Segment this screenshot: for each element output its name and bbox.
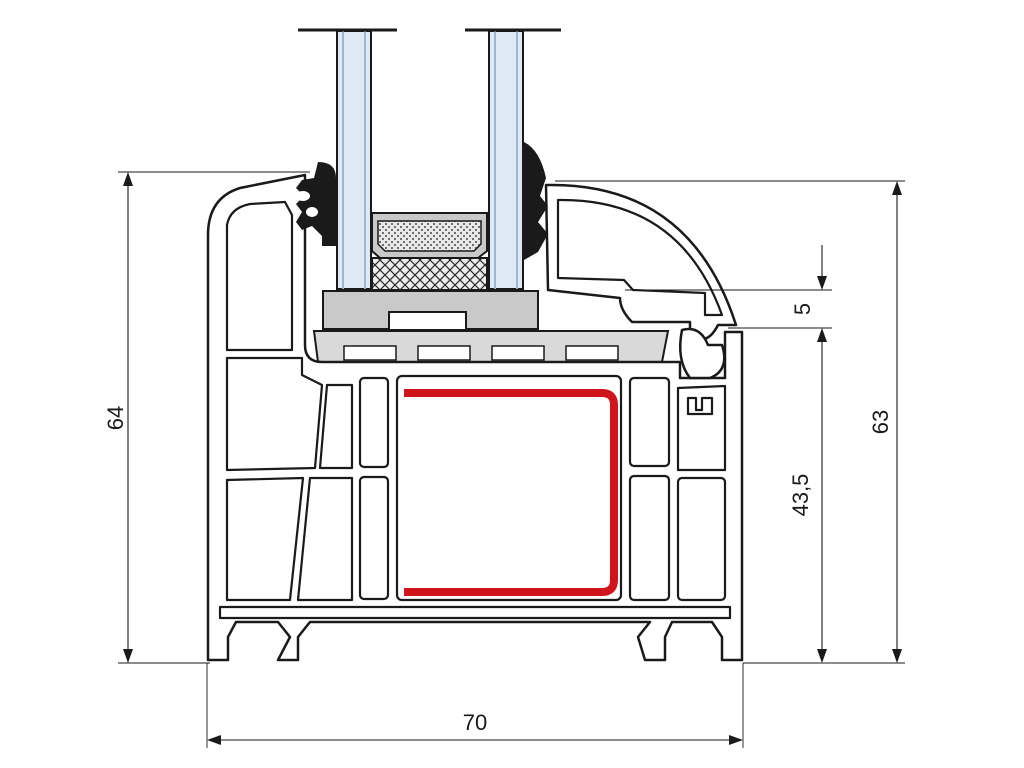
glazing-block-notch [388,311,467,331]
dimension-label-70: 70 [463,710,487,735]
glazing-bead-chamber [556,198,724,317]
steel-reinforcement [404,389,618,596]
dimension-height-right: 63 [555,180,905,664]
frame-bottom-chamber [218,605,732,620]
dimension-rebate: 5 [625,245,832,345]
glazing-bridge [312,330,670,363]
dimension-label-43-5: 43,5 [788,474,813,517]
inner-gasket [524,142,548,260]
dimension-inner-height: 43,5 [788,345,827,663]
outer-gasket [296,162,336,246]
dimension-label-63: 63 [868,410,893,434]
desiccant [377,220,482,252]
dimension-label-64: 64 [103,406,128,430]
dimension-label-5: 5 [790,303,815,315]
right-chambers [628,376,727,602]
secondary-seal [371,257,488,291]
bead-hook [679,327,726,380]
left-chambers [225,200,390,602]
glazing-unit [298,28,561,291]
dimension-height-left: 64 [103,171,310,664]
dimension-width-bottom: 70 [206,663,744,748]
reinforcement-chamber [395,374,623,602]
